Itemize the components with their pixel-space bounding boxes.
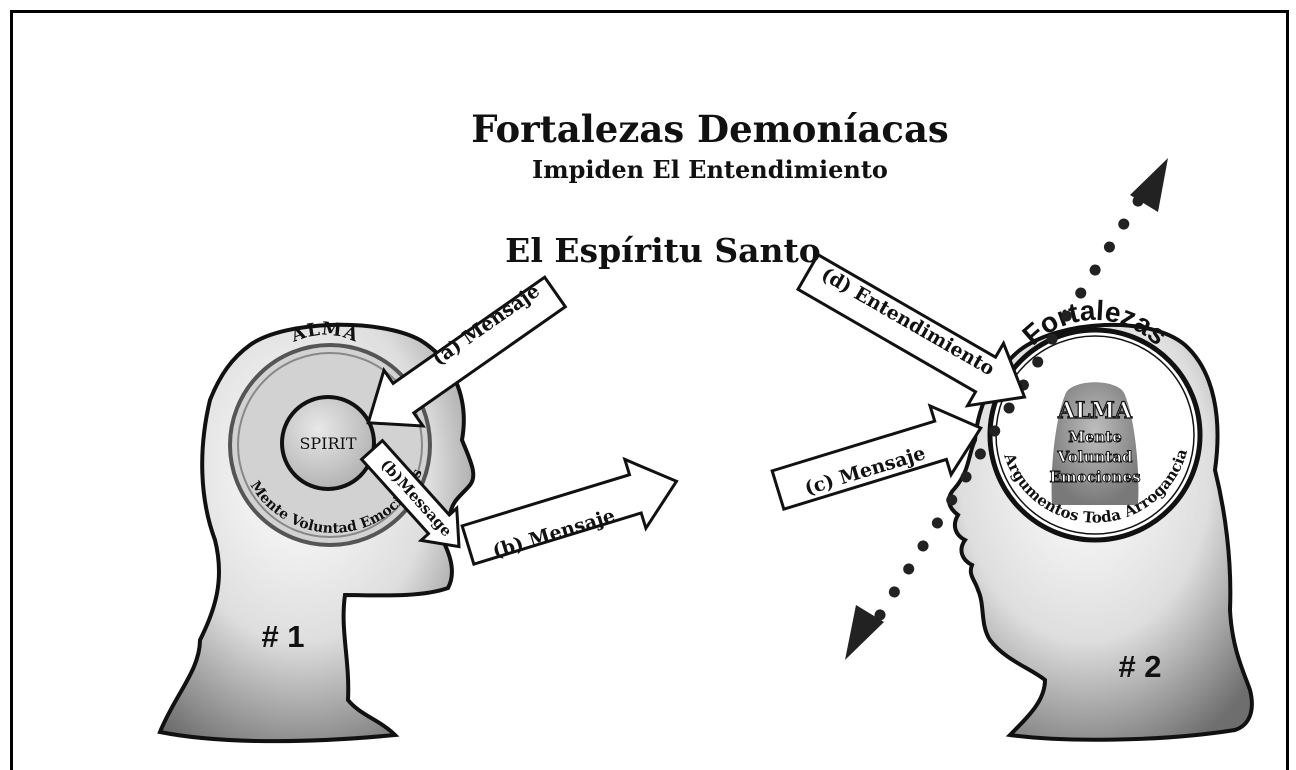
arrowhead-down bbox=[845, 605, 884, 660]
arrow-b-inner bbox=[359, 438, 461, 549]
arrow-c-mensaje bbox=[770, 403, 983, 511]
soul-label-person-2: ALMA bbox=[1057, 398, 1133, 424]
strongholds-circle-person-2: Fortalezas ALMA Mente Voluntad Emociones… bbox=[987, 295, 1203, 543]
dotted-barrier-line bbox=[845, 158, 1168, 660]
arrow-d-entendimiento bbox=[795, 252, 1027, 408]
spirit-label: SPIRIT bbox=[299, 434, 356, 453]
arrow-d-label: (d) Entendimiento bbox=[818, 263, 999, 380]
person-1-number: # 1 bbox=[261, 619, 304, 654]
emotions-label: Emociones bbox=[1049, 468, 1140, 486]
spirit-circle-person-1: SPIRIT bbox=[280, 395, 376, 491]
arrowhead-up bbox=[1130, 158, 1168, 212]
mind-label: Mente bbox=[1068, 428, 1122, 446]
arrow-b-mensaje bbox=[460, 456, 679, 566]
diagram-subtitle: Impiden El Entendimiento bbox=[532, 155, 888, 184]
will-label: Voluntad bbox=[1057, 448, 1133, 466]
diagram-frame bbox=[10, 10, 1289, 770]
diagram-title: Fortalezas Demoníacas bbox=[471, 107, 949, 151]
holy-spirit-label: El Espíritu Santo bbox=[505, 231, 821, 270]
arrow-a-mensaje bbox=[366, 275, 568, 428]
figure-silhouette bbox=[1051, 382, 1139, 505]
person-2-number: # 2 bbox=[1118, 649, 1161, 684]
